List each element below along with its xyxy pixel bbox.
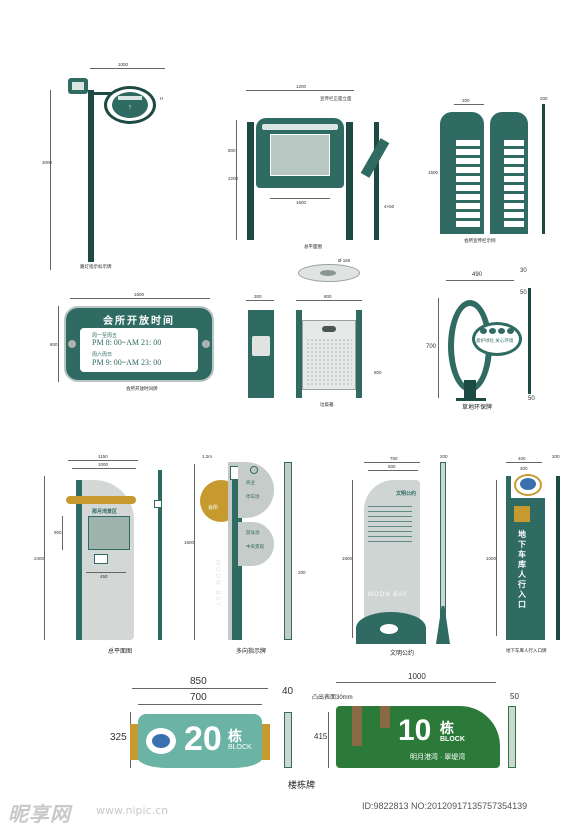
dim-b10-note: 凸出表面30mm bbox=[312, 695, 353, 701]
dim-hours-h: 800 bbox=[50, 342, 58, 347]
b10-block: BLOCK bbox=[440, 736, 465, 743]
dim-board-width: 1200 bbox=[296, 84, 307, 89]
lawn-caption: 草地环保牌 bbox=[462, 405, 493, 411]
dim-dir-top: 1.2m bbox=[202, 454, 213, 459]
plan-map bbox=[88, 516, 130, 550]
dim-dir-h: 1600 bbox=[184, 540, 195, 545]
b10-panel bbox=[336, 706, 500, 768]
dir-label-3: 游泳池 bbox=[246, 530, 260, 535]
dim-dir-side: 200 bbox=[298, 570, 306, 575]
dir-caption: 多向指示牌 bbox=[236, 649, 267, 655]
hours-caption: 会所开放时间牌 bbox=[126, 386, 158, 391]
civility-caption: 文明公约 bbox=[390, 651, 415, 657]
dim-plan-w: 1150 bbox=[98, 454, 108, 459]
dir-pole bbox=[232, 470, 242, 640]
hours-title: 会所开放时间 bbox=[103, 316, 175, 327]
watermark-logo: 昵享网 bbox=[8, 802, 71, 826]
dim-b20-h: 325 bbox=[110, 732, 127, 743]
dim-gar-h: 1000 bbox=[486, 556, 497, 561]
lawn-text: 爱护绿化 关心环境 bbox=[476, 338, 514, 343]
dir-grey-circle-bottom bbox=[238, 522, 274, 566]
dim-note: 宣传栏正面立面 bbox=[320, 96, 352, 101]
watermark-url: www.nipic.cn bbox=[96, 804, 169, 817]
dim-plan-w2: 1000 bbox=[98, 462, 109, 467]
plan-caption: 总平面图 bbox=[108, 649, 133, 655]
note-right: H bbox=[160, 96, 164, 101]
dim-bin-front: 800 bbox=[324, 294, 332, 299]
civility-header: 文明公约 bbox=[396, 491, 417, 497]
plan-header: 那月湾景区 bbox=[92, 509, 118, 515]
dim-hours-w: 1600 bbox=[134, 292, 145, 297]
dim-civ-w: 750 bbox=[390, 456, 398, 461]
b10-unit: 栋 bbox=[440, 720, 454, 736]
image-id: ID:9822813 NO:20120917135757354139 bbox=[362, 801, 528, 811]
dim-bin-side: 300 bbox=[254, 294, 262, 299]
dim-tall-w: 200 bbox=[462, 98, 470, 103]
dim-gar-w2: 300 bbox=[520, 466, 528, 471]
dim-width: 1000 bbox=[118, 62, 129, 67]
bin-caption: 垃圾箱 bbox=[320, 402, 334, 407]
garage-text: 地下车库人行入口 bbox=[518, 530, 526, 609]
dim-lawn-side: 30 bbox=[520, 268, 527, 274]
b20-unit: 栋 bbox=[228, 728, 242, 744]
signpost-pole bbox=[88, 90, 94, 262]
b10-tagline: 明月港湾 · 翠堤湾 bbox=[410, 754, 466, 761]
dim-lid: Ø 150 bbox=[338, 258, 351, 263]
board-caption: 总平面图 bbox=[304, 244, 322, 249]
dim-plan-inner2: 450 bbox=[100, 574, 108, 579]
dim-tall-h: 1500 bbox=[428, 170, 439, 175]
lawn-sign-plate bbox=[472, 322, 522, 356]
b20-block: BLOCK bbox=[228, 744, 252, 751]
dir-label-2: 停车场 bbox=[246, 494, 260, 499]
hours-line2-label: 周六周日 bbox=[92, 352, 113, 358]
dim-b10-w: 1000 bbox=[408, 672, 426, 681]
b20-number: 20 bbox=[184, 720, 222, 758]
hours-line1-time: PM 8: 00~AM 21: 00 bbox=[92, 338, 162, 347]
dim-plan-inner: 900 bbox=[54, 530, 62, 535]
dim-b10-side: 50 bbox=[510, 692, 519, 701]
dim-height: 3000 bbox=[42, 160, 53, 165]
dim-civ-side: 200 bbox=[440, 454, 448, 459]
footer-bar bbox=[0, 794, 582, 826]
dim-gar-w: 400 bbox=[518, 456, 526, 461]
dim-plan-h: 2400 bbox=[34, 556, 45, 561]
dim-inner: 1600 bbox=[296, 200, 307, 205]
dim-tall-side: 200 bbox=[540, 96, 548, 101]
hours-line1-label: 周一至周五 bbox=[92, 333, 118, 339]
dim-board-height: 2200 bbox=[228, 176, 239, 181]
dir-brand: MOON BAY bbox=[214, 560, 220, 608]
dir-label-1: 商业 bbox=[246, 480, 255, 485]
notice-board-map bbox=[270, 134, 330, 176]
dim-lawn-side3: 50 bbox=[528, 396, 535, 402]
dir-label-4: 中央景观 bbox=[246, 544, 264, 549]
dim-lawn-w: 490 bbox=[472, 272, 483, 278]
dim-lawn-h: 700 bbox=[426, 344, 437, 350]
dim-gar-side: 200 bbox=[552, 454, 560, 459]
dim-b20-w2: 700 bbox=[190, 692, 207, 703]
dim-board-height2: 800 bbox=[228, 148, 236, 153]
dim-b20-w: 850 bbox=[190, 676, 207, 687]
building-caption: 楼栋牌 bbox=[288, 780, 316, 790]
b10-number: 10 bbox=[398, 714, 432, 747]
dim-b20-side: 40 bbox=[282, 686, 294, 697]
dim-civ-h: 1800 bbox=[342, 556, 353, 561]
dim-lawn-side2: 50 bbox=[520, 290, 527, 296]
civility-brand: MOON BAY bbox=[368, 592, 408, 598]
dim-side: 4×50 bbox=[384, 204, 395, 209]
dim-civ-w2: 600 bbox=[388, 464, 396, 469]
garage-caption: 地下车库人行入口牌 bbox=[506, 648, 547, 653]
dir-label-0: 会所 bbox=[208, 505, 219, 511]
dim-bin-h: 800 bbox=[374, 370, 382, 375]
dim-b10-h: 415 bbox=[314, 732, 328, 741]
signpost-caption: 路灯指示标示牌 bbox=[80, 264, 112, 269]
tall-caption: 会所宣传栏示例 bbox=[464, 238, 496, 243]
hours-line2-time: PM 9: 00~AM 23: 00 bbox=[92, 358, 162, 367]
